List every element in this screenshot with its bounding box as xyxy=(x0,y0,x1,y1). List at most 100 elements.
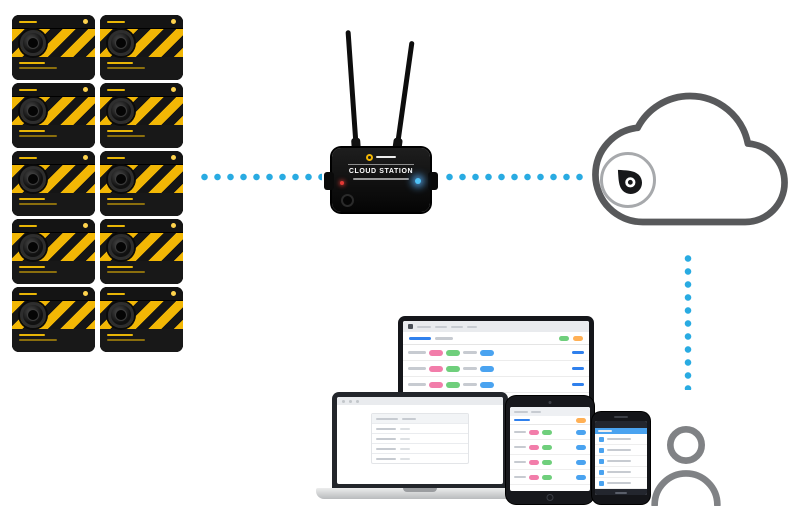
sensor-label-line xyxy=(107,62,133,64)
status-chip-pink xyxy=(529,444,539,450)
sensor-top-strip xyxy=(100,83,183,96)
sensor-device xyxy=(100,219,183,284)
sensor-bottom-strip xyxy=(100,125,183,148)
status-led-red xyxy=(340,181,344,185)
list-text-line xyxy=(607,438,631,440)
sensor-device xyxy=(12,151,95,216)
phone-statusbar xyxy=(595,421,647,428)
link-text-line xyxy=(514,419,530,421)
sensor-top-strip xyxy=(12,287,95,300)
phone-toolbar xyxy=(595,428,647,434)
sensor-connector-port xyxy=(108,98,134,124)
sensor-device xyxy=(12,219,95,284)
sensor-label-line xyxy=(19,292,37,295)
row-label-line xyxy=(514,431,526,433)
brand-logo-icon xyxy=(366,153,373,161)
sensor-top-strip xyxy=(12,151,95,164)
status-chip-green xyxy=(542,429,552,435)
sensor-bottom-strip xyxy=(100,329,183,352)
sensor-device xyxy=(100,151,183,216)
sensor-bottom-strip xyxy=(100,193,183,216)
dashboard-row xyxy=(510,440,590,455)
laptop xyxy=(316,392,524,499)
sensor-bottom-strip xyxy=(12,57,95,80)
sensor-led xyxy=(83,155,88,160)
sensor-label-line xyxy=(19,198,45,200)
status-chip-green xyxy=(559,335,569,341)
gateway-subtitle-line xyxy=(353,178,409,180)
table-row xyxy=(372,443,468,453)
link-text-line xyxy=(572,383,584,386)
sensor-label-line xyxy=(107,334,133,336)
sensor-connector-port xyxy=(108,30,134,56)
sensor-connector-port xyxy=(20,302,46,328)
sensor-top-strip xyxy=(12,15,95,28)
sensor-led xyxy=(171,155,176,160)
row-text-line xyxy=(463,367,477,370)
sensor-label-line xyxy=(19,266,45,268)
cell-line xyxy=(400,447,410,450)
link-text-line xyxy=(572,367,584,370)
mini-table xyxy=(371,413,469,464)
sensor-label-line xyxy=(107,88,125,91)
status-chip-pink xyxy=(429,349,443,356)
list-bullet-icon xyxy=(599,447,604,453)
row-label-line xyxy=(408,351,426,354)
brand-logo xyxy=(366,153,396,161)
sensor-led xyxy=(83,19,88,24)
sensor-bottom-strip xyxy=(12,193,95,216)
sensor-label-line xyxy=(107,292,125,295)
dashboard-row xyxy=(510,470,590,485)
menu-item-line xyxy=(467,325,477,328)
header-title-line xyxy=(409,336,431,340)
user-icon xyxy=(648,420,724,509)
row-label-line xyxy=(408,367,426,370)
header-cell-line xyxy=(402,417,416,420)
sensor-led xyxy=(171,87,176,92)
tablet-rows xyxy=(510,425,590,485)
cloud-logo xyxy=(600,152,656,208)
dotted-link-cloud-devices xyxy=(684,252,692,390)
cloud-logo-drop-icon xyxy=(617,169,642,194)
sensor-connector-port xyxy=(20,98,46,124)
dashboard-row xyxy=(403,361,589,377)
sensor-connector-port xyxy=(20,234,46,260)
sensor-led xyxy=(171,291,176,296)
sensor-label-line xyxy=(107,266,133,268)
list-bullet-icon xyxy=(599,436,604,442)
menu-item-line xyxy=(435,325,447,328)
sensor-connector-port xyxy=(108,166,134,192)
sensor-label-line xyxy=(19,156,37,159)
tablet-subheader-row xyxy=(510,416,590,425)
sensor-label-line xyxy=(19,271,57,273)
laptop-keyboard-base xyxy=(316,488,524,499)
status-chip-blue xyxy=(480,381,494,388)
sensor-top-strip xyxy=(100,15,183,28)
status-chip-green xyxy=(446,365,460,372)
sensor-label-line xyxy=(107,135,145,137)
sensor-label-line xyxy=(19,203,57,205)
row-text-line xyxy=(463,351,477,354)
sensor-led xyxy=(171,223,176,228)
header-text-line xyxy=(435,336,453,340)
list-bullet-icon xyxy=(599,480,604,486)
dashboard-row xyxy=(403,377,589,393)
sensor-connector-port xyxy=(20,30,46,56)
status-led-blue xyxy=(415,178,421,184)
status-chip-green xyxy=(542,459,552,465)
phone-navbar xyxy=(595,489,647,495)
sensor-led xyxy=(83,291,88,296)
cell-line xyxy=(376,447,396,450)
laptop-screen xyxy=(332,392,508,488)
window-dot xyxy=(342,399,345,403)
dotted-link-sensors-gateway xyxy=(198,173,322,181)
sensor-top-strip xyxy=(12,219,95,232)
status-chip-pink xyxy=(429,381,443,388)
phone-rows xyxy=(595,434,647,489)
status-chip-green xyxy=(446,381,460,388)
smartphone xyxy=(592,412,650,504)
list-text-line xyxy=(607,460,631,462)
status-chip-blue xyxy=(480,349,494,356)
table-body xyxy=(372,423,468,463)
